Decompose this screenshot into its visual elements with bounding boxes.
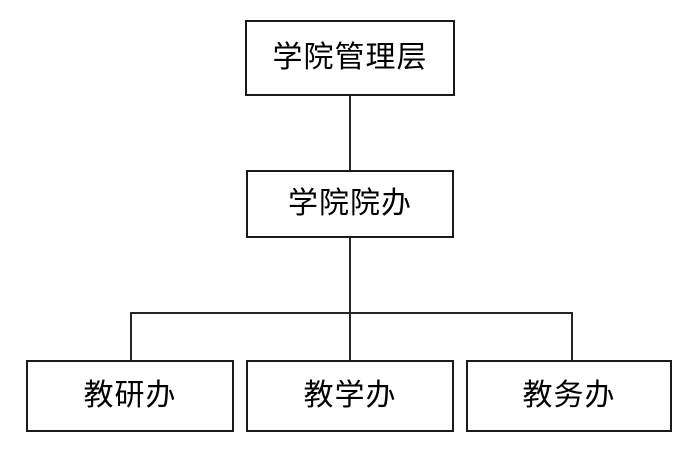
node-label: 教研办	[83, 379, 177, 412]
node-academic-affairs-office[interactable]: 教务办	[466, 360, 672, 432]
node-research-office[interactable]: 教研办	[26, 360, 234, 432]
node-label: 学院管理层	[272, 41, 428, 74]
node-teaching-office[interactable]: 教学办	[246, 360, 454, 432]
node-label: 教务办	[522, 379, 616, 412]
node-college-office[interactable]: 学院院办	[246, 170, 454, 238]
connector-bus-to-child-1	[349, 312, 351, 362]
connector-top-to-office	[349, 94, 351, 172]
node-label: 教学办	[303, 379, 397, 412]
connector-horizontal-bus	[130, 312, 573, 314]
node-college-management[interactable]: 学院管理层	[245, 20, 455, 96]
node-label: 学院院办	[288, 187, 412, 220]
connector-bus-to-child-2	[571, 312, 573, 362]
connector-office-to-bus	[349, 236, 351, 314]
connector-bus-to-child-0	[130, 312, 132, 362]
